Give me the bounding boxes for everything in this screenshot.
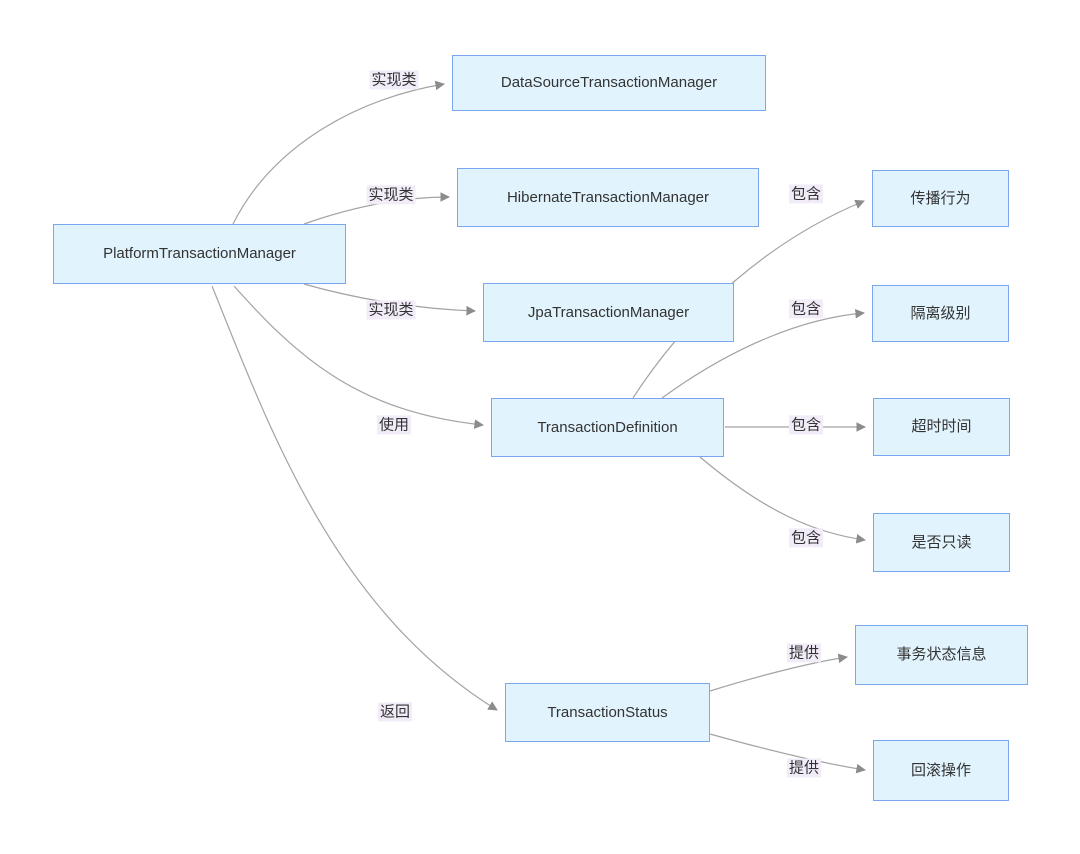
node-datasource-transaction-manager: DataSourceTransactionManager	[452, 55, 766, 111]
node-propagation-behavior: 传播行为	[872, 170, 1009, 227]
edge-definition-readonly	[699, 456, 866, 544]
node-transaction-status-info: 事务状态信息	[855, 625, 1028, 685]
edge-label-contains-2: 包含	[788, 299, 824, 319]
edge-label-implementation-class-3: 实现类	[366, 300, 416, 320]
edge-definition-propagation	[632, 199, 865, 399]
edge-definition-isolation	[661, 308, 865, 399]
edge-label-provides-2: 提供	[786, 758, 822, 778]
node-transaction-definition: TransactionDefinition	[491, 398, 724, 457]
edge-label-implementation-class-1: 实现类	[369, 70, 419, 90]
edge-status-rollback	[709, 733, 866, 774]
node-timeout: 超时时间	[873, 398, 1010, 456]
node-rollback-operation: 回滚操作	[873, 740, 1009, 801]
node-transaction-status: TransactionStatus	[505, 683, 710, 742]
edge-status-statusinfo	[709, 653, 848, 692]
node-isolation-level: 隔离级别	[872, 285, 1009, 342]
edge-label-implementation-class-2: 实现类	[366, 185, 416, 205]
edge-platform-definition	[233, 285, 484, 429]
edge-label-uses: 使用	[376, 415, 412, 435]
node-read-only: 是否只读	[873, 513, 1010, 572]
edge-label-contains-3: 包含	[788, 415, 824, 435]
edge-label-contains-1: 包含	[788, 184, 824, 204]
edge-platform-datasource	[232, 80, 445, 225]
edge-label-contains-4: 包含	[788, 528, 824, 548]
edge-platform-status	[211, 285, 498, 711]
edge-label-returns: 返回	[377, 702, 413, 722]
node-hibernate-transaction-manager: HibernateTransactionManager	[457, 168, 759, 227]
node-platform-transaction-manager: PlatformTransactionManager	[53, 224, 346, 284]
node-jpa-transaction-manager: JpaTransactionManager	[483, 283, 734, 342]
edge-label-provides-1: 提供	[786, 643, 822, 663]
